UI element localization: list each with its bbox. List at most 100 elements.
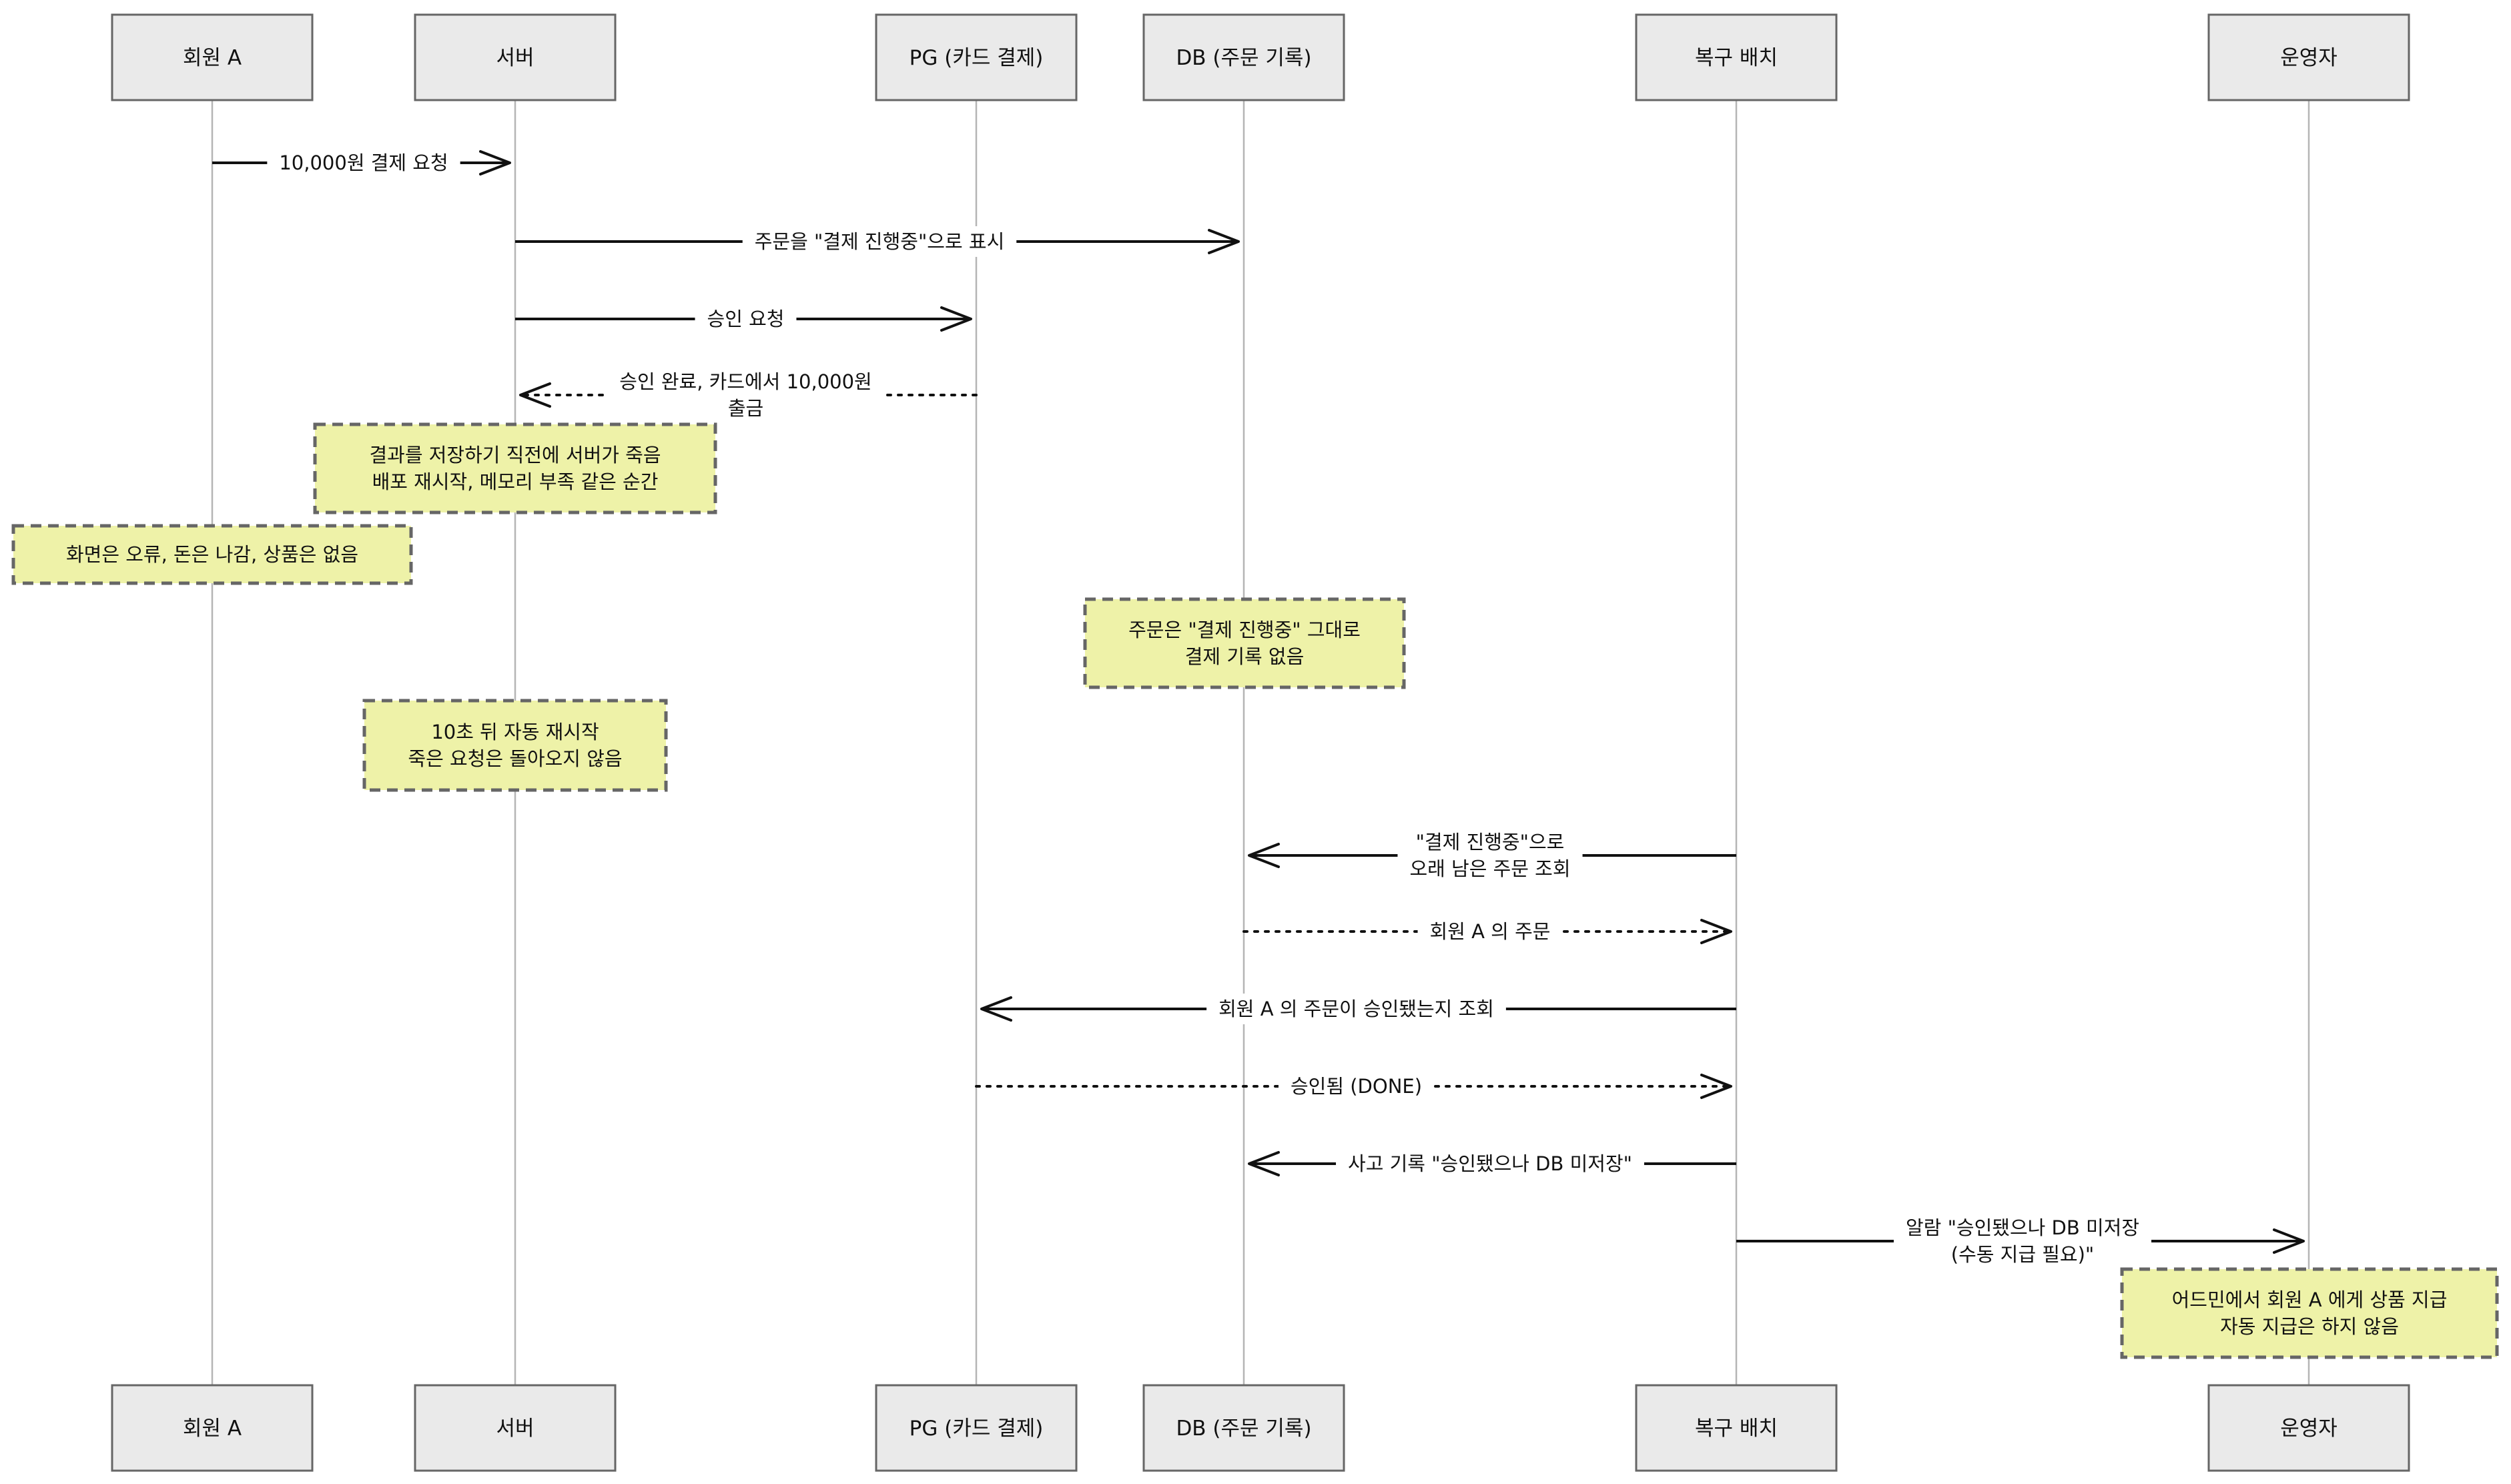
message-label-background (1336, 1148, 1644, 1179)
arrowhead-icon (2273, 1228, 2305, 1254)
message-7: 회원 A 의 주문이 승인됐는지 조회 (980, 994, 1736, 1024)
message-2: 주문을 "결제 진행중"으로 표시 (515, 226, 1240, 257)
note-text: 결과를 저장하기 직전에 서버가 죽음 (369, 444, 661, 466)
message-10: 알람 "승인됐으나 DB 미저장 (수동 지급 필요)" (1736, 1212, 2305, 1270)
actor-label: 복구 배치 (1695, 46, 1778, 70)
actor-box (1142, 13, 1345, 101)
message-8: 승인됨 (DONE) (975, 1071, 1732, 1102)
participants-bottom: 회원 A 서버 PG (카드 결제) DB (주문 기록) 복구 배치 운영자 (111, 1384, 2410, 1472)
actor-box (2207, 1384, 2410, 1472)
note-text: 결제 기록 없음 (1185, 645, 1305, 668)
message-label: 주문을 "결제 진행중"으로 표시 (755, 230, 1005, 253)
actor-label: 운영자 (2280, 1417, 2338, 1441)
actor-box (111, 13, 314, 101)
participants-top: 회원 A 서버 PG (카드 결제) DB (주문 기록) 복구 배치 운영자 (111, 13, 2410, 101)
actor-label: DB (주문 기록) (1176, 1417, 1311, 1441)
arrowhead-icon (1700, 1074, 1732, 1099)
actor-box (1142, 1384, 1345, 1472)
actor-label: 운영자 (2280, 46, 2338, 70)
actor-box (875, 1384, 1078, 1472)
note-text: 어드민에서 회원 A 에게 상품 지급 (2172, 1288, 2448, 1311)
actor-pg-bottom: PG (카드 결제) (875, 1384, 1078, 1472)
actor-box (414, 13, 617, 101)
message-label-background (695, 304, 797, 334)
arrowhead-icon (1248, 843, 1280, 868)
message-label-background (607, 366, 884, 424)
message-label: "결제 진행중"으로 (1416, 831, 1565, 853)
message-label-background (742, 226, 1017, 257)
actor-batch-bottom: 복구 배치 (1635, 1384, 1838, 1472)
arrowhead-icon (1208, 229, 1240, 254)
actor-pg-top: PG (카드 결제) (875, 13, 1078, 101)
arrowhead-icon (1248, 1151, 1280, 1176)
actor-label: 복구 배치 (1695, 1417, 1778, 1441)
note-box (1083, 597, 1406, 689)
message-label: 10,000원 결제 요청 (279, 151, 448, 174)
arrowhead-icon (980, 996, 1012, 1022)
actor-batch-top: 복구 배치 (1635, 13, 1838, 101)
note-box (362, 699, 668, 792)
arrowhead-icon (1700, 919, 1732, 944)
actor-label: 서버 (496, 1417, 534, 1441)
note-text: 죽은 요청은 돌아오지 않음 (408, 747, 622, 770)
message-label: 출금 (728, 397, 763, 420)
message-label-background (267, 147, 460, 178)
message-label-background (1206, 994, 1506, 1024)
message-label: 알람 "승인됐으나 DB 미저장 (1906, 1216, 2139, 1239)
message-label: 승인 완료, 카드에서 10,000원 (619, 370, 871, 393)
actor-operator-top: 운영자 (2207, 13, 2410, 101)
note-2: 화면은 오류, 돈은 나감, 상품은 없음 (11, 524, 413, 585)
actor-box (1635, 13, 1838, 101)
actor-operator-bottom: 운영자 (2207, 1384, 2410, 1472)
actor-box (111, 1384, 314, 1472)
message-label-background (1397, 827, 1583, 884)
actor-db-top: DB (주문 기록) (1142, 13, 1345, 101)
message-label: 회원 A 의 주문이 승인됐는지 조회 (1218, 998, 1494, 1020)
note-text: 주문은 "결제 진행중" 그대로 (1128, 619, 1361, 641)
actor-member-top: 회원 A (111, 13, 314, 101)
actor-box (2207, 13, 2410, 101)
note-text: 화면은 오류, 돈은 나감, 상품은 없음 (66, 543, 358, 566)
message-label: (수동 지급 필요)" (1951, 1243, 2094, 1266)
note-box (313, 422, 717, 514)
actor-server-top: 서버 (414, 13, 617, 101)
note-text: 자동 지급은 하지 않음 (2220, 1315, 2399, 1338)
actor-label: DB (주문 기록) (1176, 46, 1311, 70)
message-label-background (1893, 1212, 2152, 1270)
actor-label: 회원 A (183, 46, 242, 70)
arrowhead-icon (940, 306, 972, 332)
message-label: 사고 기록 "승인됐으나 DB 미저장" (1348, 1152, 1632, 1175)
actor-label: 서버 (496, 46, 534, 70)
actor-box (414, 1384, 617, 1472)
message-6: 회원 A 의 주문 (1242, 916, 1732, 947)
message-label: 승인 요청 (707, 308, 785, 330)
actor-label: PG (카드 결제) (910, 1417, 1044, 1441)
message-3: 승인 요청 (515, 304, 972, 334)
message-1: 10,000원 결제 요청 (212, 147, 511, 178)
arrowhead-icon (479, 150, 511, 175)
actor-db-bottom: DB (주문 기록) (1142, 1384, 1345, 1472)
message-label-background (1417, 916, 1563, 947)
lifelines (211, 100, 2310, 1385)
actor-member-bottom: 회원 A (111, 1384, 314, 1472)
note-box (11, 524, 413, 585)
arrowhead-icon (519, 382, 551, 408)
note-text: 10초 뒤 자동 재시작 (431, 721, 599, 743)
actor-label: PG (카드 결제) (910, 46, 1044, 70)
message-label-background (1278, 1071, 1435, 1102)
actor-label: 회원 A (183, 1417, 242, 1441)
note-box (2120, 1267, 2499, 1359)
note-text: 배포 재시작, 메모리 부족 같은 순간 (372, 470, 659, 493)
message-label: 회원 A 의 주문 (1430, 920, 1551, 943)
message-label: 오래 남은 주문 조회 (1409, 857, 1570, 880)
actor-server-bottom: 서버 (414, 1384, 617, 1472)
